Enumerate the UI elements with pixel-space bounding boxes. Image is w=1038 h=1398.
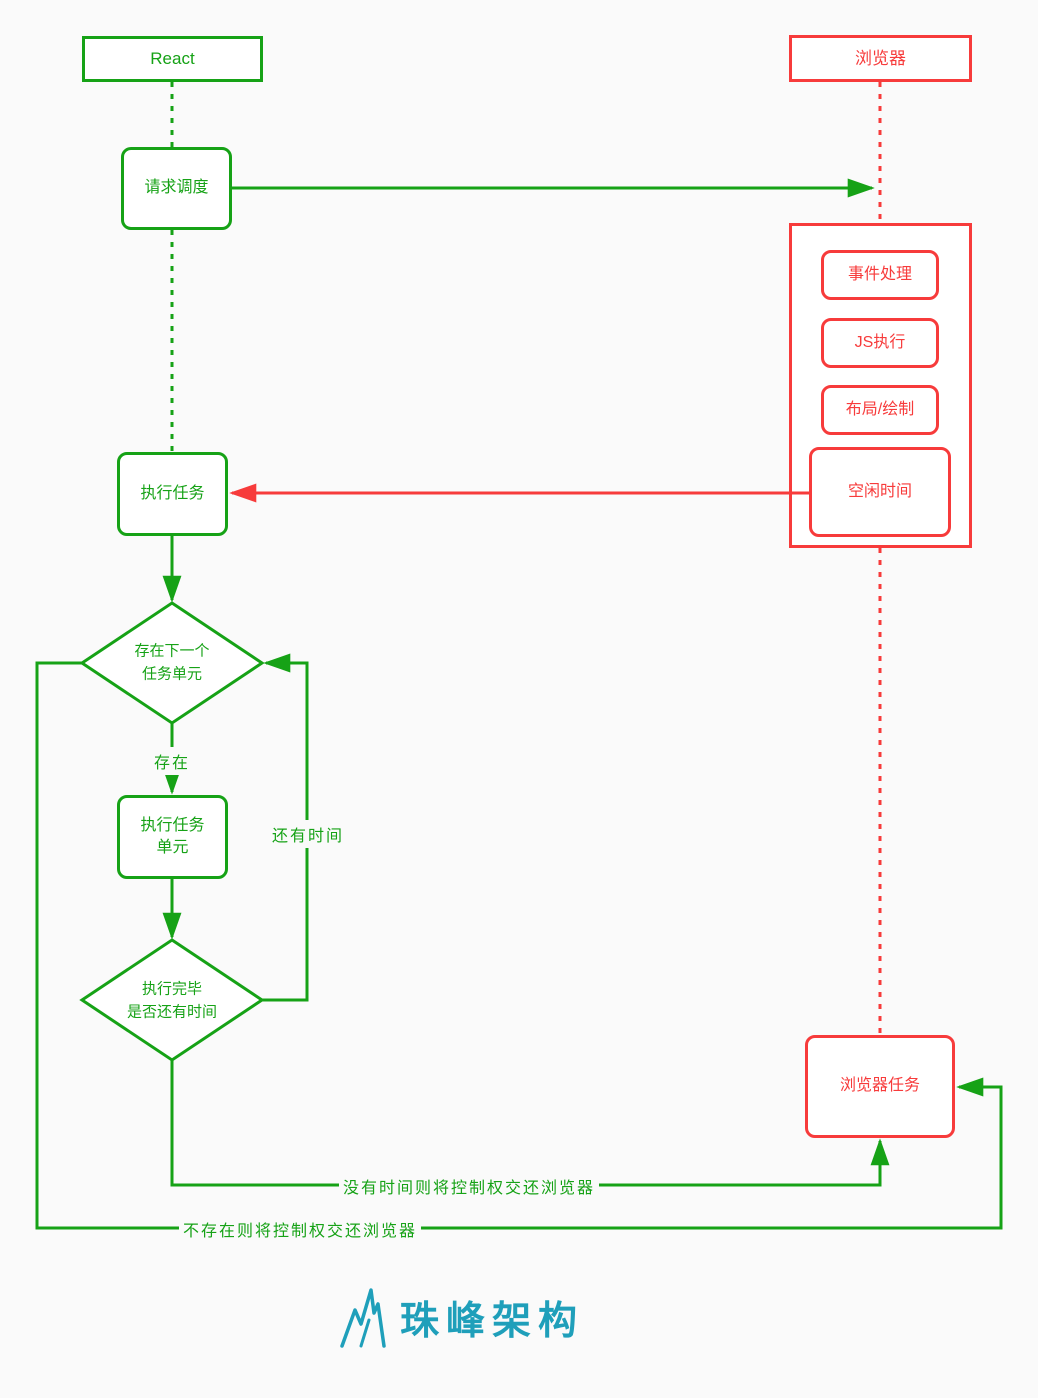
node-browser-task: 浏览器任务	[805, 1035, 955, 1138]
edge-label-time-left: 还有时间	[267, 820, 349, 848]
logo-text: 珠峰架构	[400, 1300, 585, 1343]
edge-label-not-exists-return: 不存在则将控制权交还浏览器	[178, 1215, 422, 1243]
edge-label-no-time-return: 没有时间则将控制权交还浏览器	[338, 1172, 600, 1200]
actor-browser: 浏览器	[789, 35, 972, 82]
edge-label-exists: 存在	[149, 747, 195, 775]
node-execute-unit-label: 执行任务 单元	[140, 816, 205, 856]
actor-react-label: React	[150, 49, 195, 69]
node-layout-paint-label: 布局/绘制	[845, 400, 915, 418]
node-request-schedule-label: 请求调度	[144, 179, 209, 197]
node-idle-time: 空闲时间	[809, 447, 951, 537]
node-js-execution: JS执行	[821, 318, 939, 368]
node-layout-paint: 布局/绘制	[821, 385, 939, 435]
node-event-handling: 事件处理	[821, 250, 939, 300]
edge-no-time-to-browser-task	[170, 1060, 890, 1187]
node-execute-task-label: 执行任务	[140, 484, 205, 502]
logo: 珠峰架构	[340, 1286, 584, 1350]
node-event-handling-label: 事件处理	[847, 265, 912, 283]
decision-time-left-label: 执行完毕 是否还有时间	[126, 980, 218, 1021]
node-browser-task-label: 浏览器任务	[839, 1077, 920, 1095]
node-execute-task: 执行任务	[117, 452, 228, 536]
mountain-logo-icon	[340, 1288, 386, 1348]
node-execute-unit: 执行任务 单元	[117, 795, 228, 879]
decision-next-unit-label: 存在下一个 任务单元	[134, 642, 210, 683]
node-idle-time-label: 空闲时间	[847, 482, 912, 500]
actor-browser-label: 浏览器	[855, 48, 906, 68]
actor-react: React	[82, 36, 263, 82]
node-request-schedule: 请求调度	[121, 147, 232, 230]
node-js-execution-label: JS执行	[854, 333, 906, 351]
